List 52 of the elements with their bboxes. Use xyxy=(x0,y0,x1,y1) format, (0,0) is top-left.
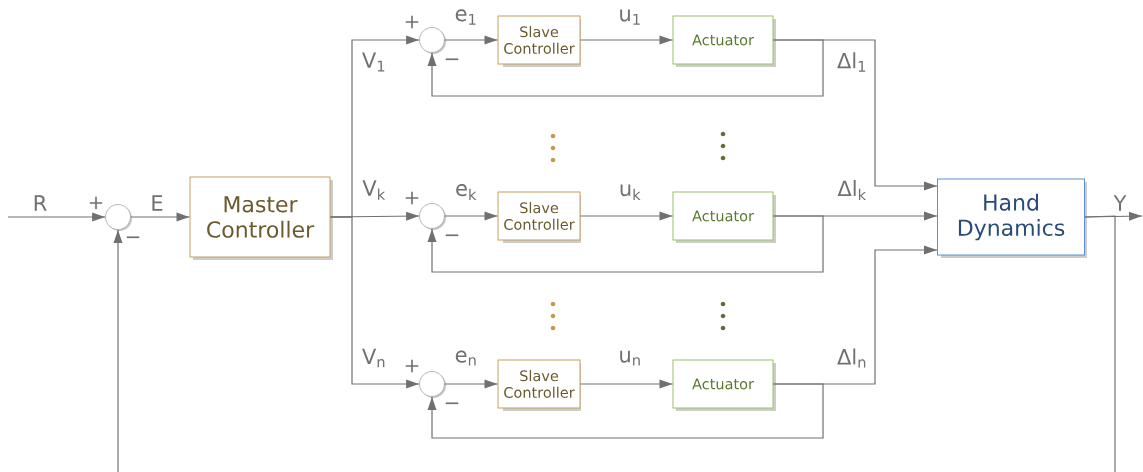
signal-label: R xyxy=(34,195,47,211)
arrow xyxy=(579,379,674,389)
summing-junction xyxy=(419,371,446,398)
summing-junction xyxy=(105,204,132,231)
sign-label: − xyxy=(445,402,459,405)
arrow xyxy=(772,211,938,221)
arrow xyxy=(579,211,674,221)
signal-label: Δl$_{k}$ xyxy=(837,180,867,200)
arrow xyxy=(444,379,499,389)
arrow xyxy=(772,39,938,191)
signal-label: Δl$_{1}$ xyxy=(837,52,866,72)
signal-label: e$_{n}$ xyxy=(455,350,476,366)
sign-label: + xyxy=(405,15,419,29)
block-box: Slave Controller xyxy=(497,359,581,411)
sign-label: + xyxy=(405,191,419,205)
arrow xyxy=(579,35,674,45)
arrow xyxy=(130,212,191,222)
sign-label: − xyxy=(126,236,140,239)
arrow xyxy=(444,211,499,221)
arrow xyxy=(427,39,824,97)
sign-label: − xyxy=(445,234,459,237)
block-box: Slave Controller xyxy=(497,15,581,67)
signal-label: V$_{1}$ xyxy=(362,52,385,72)
signal-label: Y xyxy=(1113,195,1127,211)
signal-label: u$_{k}$ xyxy=(620,184,641,200)
arrow xyxy=(444,35,499,45)
summing-junction xyxy=(419,203,446,230)
signal-label: Δl$_{n}$ xyxy=(837,348,866,368)
signal-label: E xyxy=(152,195,163,211)
arrow xyxy=(772,245,938,385)
block-box: Slave Controller xyxy=(497,191,581,243)
signal-label: e$_{1}$ xyxy=(455,9,476,25)
arrow xyxy=(7,212,106,222)
signal-label: V$_{n}$ xyxy=(362,348,385,368)
arrow xyxy=(427,383,824,439)
summing-junction xyxy=(419,27,446,54)
signal-label: V$_{k}$ xyxy=(362,180,386,200)
signal-label: u$_{n}$ xyxy=(620,350,640,366)
arrow xyxy=(113,215,1116,472)
arrow xyxy=(329,211,420,221)
arrow xyxy=(329,216,420,389)
sign-label: − xyxy=(445,58,459,61)
block-box: Hand Dynamics xyxy=(937,178,1087,258)
sign-label: + xyxy=(405,359,419,373)
signal-label: u$_{1}$ xyxy=(620,9,640,25)
sign-label: + xyxy=(89,196,103,210)
block-box: Actuator xyxy=(672,15,776,67)
block-box: Master Controller xyxy=(189,176,333,260)
signal-label: e$_{k}$ xyxy=(456,184,477,200)
arrow xyxy=(427,215,824,273)
block-box: Actuator xyxy=(672,191,776,243)
block-box: Actuator xyxy=(672,359,776,411)
